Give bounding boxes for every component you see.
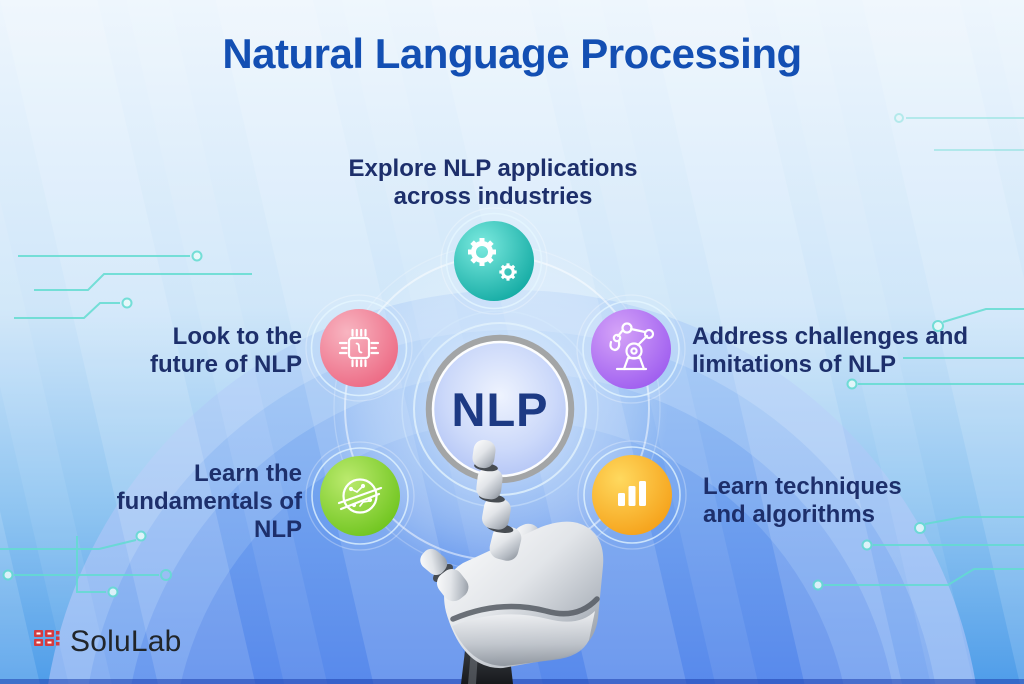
solulab-logo-icon <box>34 629 60 646</box>
label-techniques-algorithms: Learn techniques and algorithms <box>703 473 973 529</box>
label-line: across industries <box>393 183 593 210</box>
circuit-lines <box>0 113 1024 598</box>
label-line: Explore NLP applications <box>348 155 638 182</box>
brand-name: SoluLab <box>70 625 182 658</box>
label-future-of-nlp: Look to the future of NLP <box>82 323 302 379</box>
label-line: Address challenges and <box>692 323 969 350</box>
label-line: limitations of NLP <box>692 351 896 378</box>
label-line: Look to the <box>172 323 302 350</box>
network-icon <box>305 441 415 551</box>
robot-hand <box>420 439 604 684</box>
label-challenges-limitations: Address challenges and limitations of NL… <box>692 323 992 379</box>
label-explore-applications: Explore NLP applications across industri… <box>293 155 693 211</box>
chip-icon <box>305 294 413 402</box>
label-line: NLP <box>254 516 302 543</box>
label-line: Learn techniques <box>703 473 902 500</box>
gears-icon <box>440 207 548 315</box>
label-fundamentals: Learn the fundamentals of NLP <box>72 460 302 544</box>
robot-arm-icon <box>576 294 686 404</box>
label-line: fundamentals of <box>116 488 302 515</box>
label-line: and algorithms <box>703 501 876 528</box>
center-nlp-label: NLP <box>451 383 549 436</box>
label-line: future of NLP <box>150 351 302 378</box>
label-line: Learn the <box>193 460 302 487</box>
page-title: Natural Language Processing <box>222 30 802 77</box>
brand-logo: SoluLab <box>34 625 182 659</box>
bar-chart-icon <box>577 440 687 550</box>
